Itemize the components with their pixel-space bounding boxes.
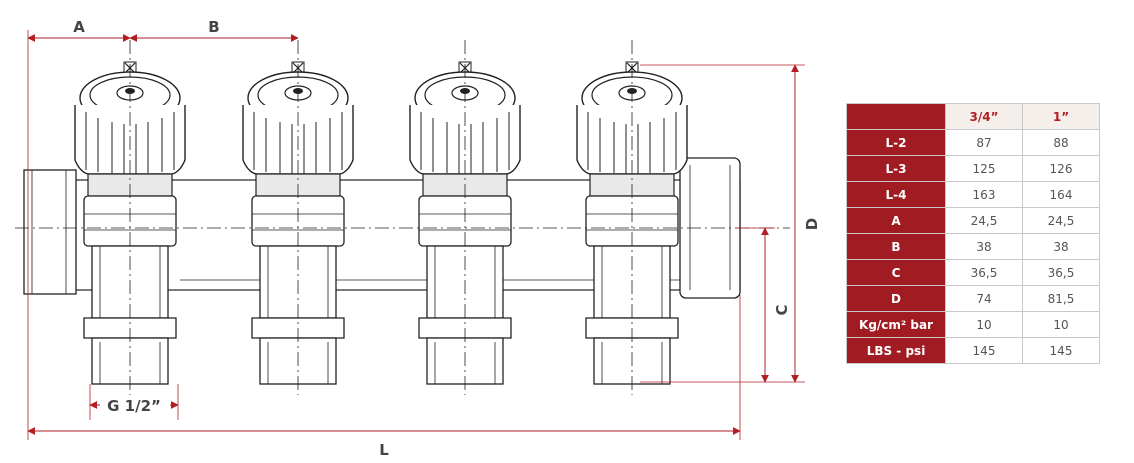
- valve-1: [74, 39, 186, 396]
- cell-value: 164: [1022, 181, 1100, 208]
- table-row: C 36,5 36,5: [846, 259, 1100, 286]
- left-end-fitting: [23, 169, 77, 295]
- dimension-label-A: A: [73, 18, 85, 36]
- dimension-label-B: B: [208, 18, 219, 36]
- cell-value: 125: [945, 155, 1023, 182]
- dimension-label-D: D: [803, 218, 820, 230]
- dimension-A: A: [27, 18, 131, 42]
- row-label: B: [846, 233, 946, 260]
- cell-value: 36,5: [945, 259, 1023, 286]
- cell-value: 145: [945, 337, 1023, 364]
- dimension-label-C: C: [773, 304, 791, 315]
- cell-value: 163: [945, 181, 1023, 208]
- cell-value: 38: [1022, 233, 1100, 260]
- row-label: C: [846, 259, 946, 286]
- right-end-fitting: [679, 157, 741, 299]
- cell-value: 87: [945, 129, 1023, 156]
- table-row: A 24,5 24,5: [846, 207, 1100, 234]
- row-label: L-2: [846, 129, 946, 156]
- table-row: B 38 38: [846, 233, 1100, 260]
- table-row: L-3 125 126: [846, 155, 1100, 182]
- cell-value: 145: [1022, 337, 1100, 364]
- dimension-label-L: L: [379, 441, 389, 459]
- row-label: L-4: [846, 181, 946, 208]
- row-label: L-3: [846, 155, 946, 182]
- cell-value: 126: [1022, 155, 1100, 182]
- cell-value: 36,5: [1022, 259, 1100, 286]
- valve-2: [242, 39, 354, 396]
- valve-4: [576, 39, 688, 396]
- row-label: LBS - psi: [846, 337, 946, 364]
- dimension-C: C: [761, 227, 791, 383]
- valve-3: [409, 39, 521, 396]
- cell-value: 10: [1022, 311, 1100, 338]
- dimension-thread: G 1/2”: [89, 397, 179, 415]
- row-label: Kg/cm² bar: [846, 311, 946, 338]
- row-label: A: [846, 207, 946, 234]
- column-header-1: 1”: [1022, 103, 1100, 130]
- cell-value: 38: [945, 233, 1023, 260]
- table-row: L-4 163 164: [846, 181, 1100, 208]
- table-corner-cell: [846, 103, 946, 130]
- manifold-technical-drawing: A B L G 1/2” C D: [15, 18, 820, 459]
- table-row: D 74 81,5: [846, 285, 1100, 312]
- cell-value: 24,5: [945, 207, 1023, 234]
- cell-value: 10: [945, 311, 1023, 338]
- cell-value: 24,5: [1022, 207, 1100, 234]
- table-row: Kg/cm² bar 10 10: [846, 311, 1100, 338]
- specification-table: 3/4” 1” L-2 87 88 L-3 125 126 L-4 163 16…: [846, 103, 1100, 364]
- dimension-B: B: [129, 18, 299, 42]
- table-header-row: 3/4” 1”: [846, 103, 1100, 130]
- row-label: D: [846, 285, 946, 312]
- table-row: L-2 87 88: [846, 129, 1100, 156]
- cell-value: 88: [1022, 129, 1100, 156]
- dimension-D: D: [791, 64, 820, 383]
- column-header-3-4: 3/4”: [945, 103, 1023, 130]
- cell-value: 74: [945, 285, 1023, 312]
- dimension-label-thread: G 1/2”: [107, 397, 161, 415]
- cell-value: 81,5: [1022, 285, 1100, 312]
- table-row: LBS - psi 145 145: [846, 337, 1100, 364]
- dimension-L: L: [27, 427, 741, 459]
